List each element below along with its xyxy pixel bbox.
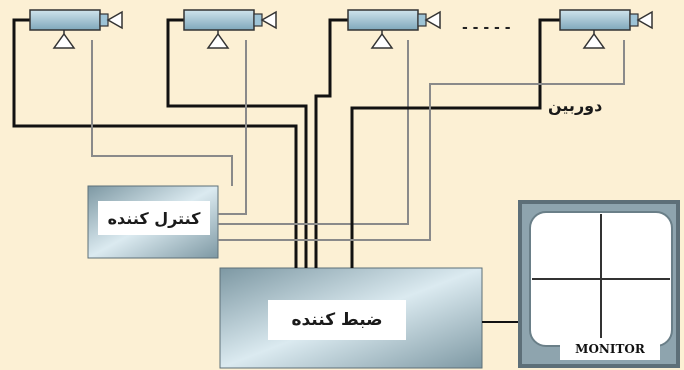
camera-4 [559,9,653,49]
ellipsis-dashes: - - - - - [462,20,511,36]
wires-camera-1 [12,18,298,268]
camera-2 [183,9,277,49]
monitor [518,200,680,368]
monitor-label: MONITOR [560,338,660,360]
cameras-label: دوربین [548,96,603,115]
wires-camera-3 [218,18,409,268]
wires-camera-4 [218,18,625,268]
recorder-label: ضبط کننده [268,300,406,340]
camera-3 [347,9,441,49]
wires-camera-2 [166,18,308,268]
controller-label: کنترل کننده [98,201,210,235]
camera-1 [29,9,123,49]
